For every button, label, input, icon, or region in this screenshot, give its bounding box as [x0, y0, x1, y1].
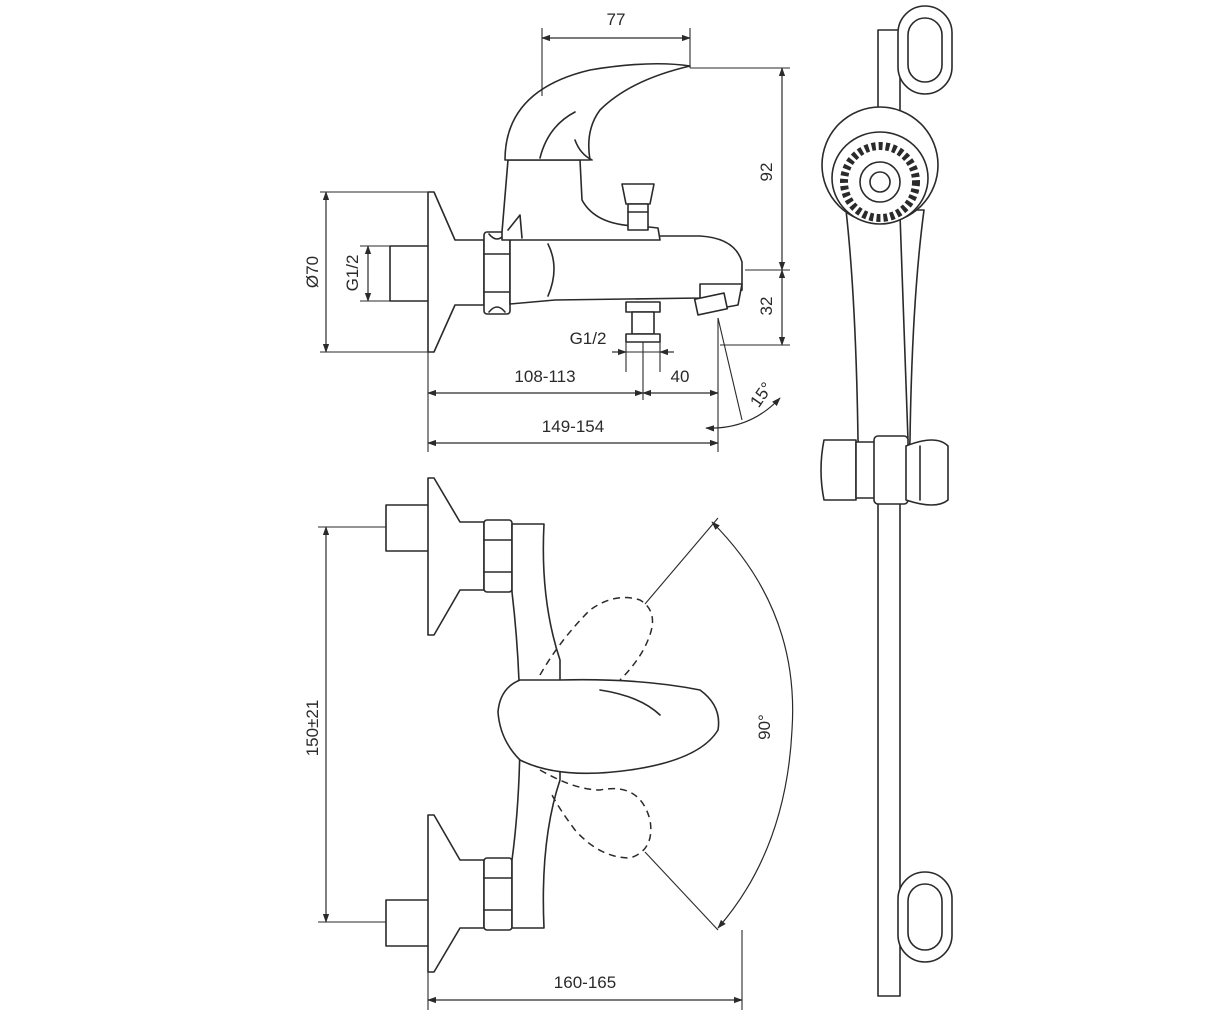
shower-rail-view — [820, 5, 953, 997]
bottom-wall-bracket — [897, 871, 953, 963]
dim-outlet-offset: 40 — [671, 367, 690, 386]
hand-shower-handle — [845, 209, 925, 455]
dim-inlet-spacing: 150±21 — [303, 700, 322, 757]
lower-hex-nut — [483, 857, 513, 931]
lever-ghost-lower — [539, 769, 652, 859]
top-wall-bracket — [897, 5, 953, 95]
dim-spout-height: 92 — [757, 163, 776, 182]
inlet-pipe — [389, 245, 431, 302]
dim-spout-reach: 77 — [607, 10, 626, 29]
dim-total-width: 160-165 — [554, 973, 616, 992]
dim-outlet-thread: G1/2 — [570, 329, 607, 348]
upper-inlet-pipe — [385, 504, 431, 552]
dim-total-depth: 149-154 — [542, 417, 604, 436]
top-view: 90° 150±21 160-165 — [303, 477, 794, 1010]
dim-lever-rotation: 90° — [755, 714, 774, 740]
slide-holder — [820, 435, 949, 506]
shower-head — [821, 106, 939, 225]
wall-flange — [427, 191, 485, 353]
rotation-arc — [711, 521, 794, 929]
lower-inlet-pipe — [385, 899, 431, 947]
dim-flange-diameter: Ø70 — [303, 256, 322, 288]
lever-handle — [504, 62, 691, 161]
dim-inlet-thread: G1/2 — [343, 255, 362, 292]
lever-column — [501, 159, 661, 241]
lower-flange — [427, 814, 485, 973]
diverter-knob — [621, 183, 655, 231]
lever-top-view — [497, 678, 720, 775]
dim-depth-min: 108-113 — [514, 367, 575, 386]
upper-hex-nut — [483, 519, 513, 593]
hex-nut — [483, 231, 511, 315]
outlet-connector — [625, 301, 661, 343]
lever-ghost-upper — [539, 596, 654, 681]
dim-outlet-height: 32 — [757, 297, 776, 316]
upper-flange — [427, 477, 485, 636]
side-view: 77 92 32 Ø70 G1/2 G1/2 108-113 — [303, 10, 790, 452]
